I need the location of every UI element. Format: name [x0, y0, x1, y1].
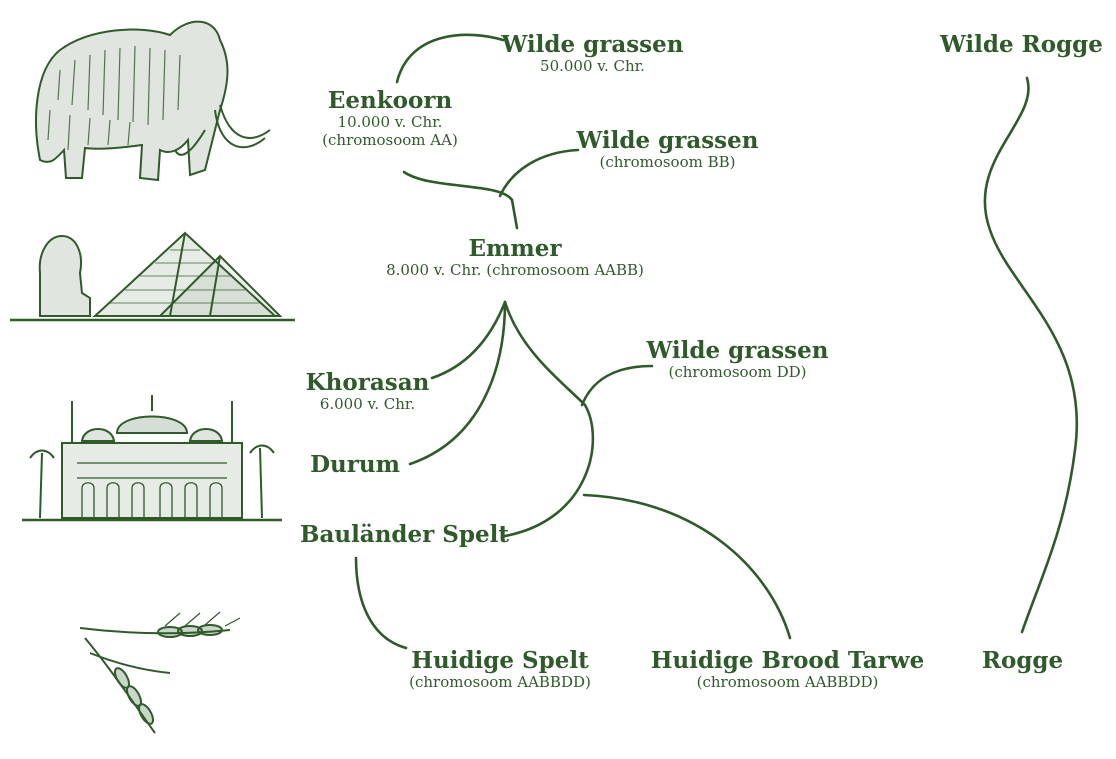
connector-wildrye-to-rye [983, 76, 1078, 634]
node-name: Rogge [981, 647, 1064, 674]
node-chromosome: (chromosoom BB) [599, 153, 736, 172]
connector-emmer-stem [510, 198, 519, 230]
node-baulander-spelt: Bauländer Spelt [300, 521, 509, 548]
node-name: Eenkoorn [327, 87, 453, 114]
connector-emmer-to-spelt [503, 300, 595, 538]
node-current-spelt: Huidige Spelt (chromosoom AABBDD) [385, 647, 615, 692]
node-date: 50.000 v. Chr. [540, 57, 645, 76]
node-wild-rye: Wilde Rogge [940, 31, 1103, 58]
mammoth-icon [35, 20, 271, 182]
node-date-chromosome: 8.000 v. Chr. (chromosoom AABB) [386, 261, 644, 280]
connector-wildgrass-bb-to-emmer [498, 148, 580, 198]
connector-emmer-to-khorasan [430, 300, 507, 380]
connector-emmer-to-durum [408, 300, 507, 466]
node-chromosome: (chromosoom AA) [322, 130, 458, 149]
node-einkorn: Eenkoorn 10.000 v. Chr. (chromosoom AA) [300, 87, 480, 149]
sphinx-pyramids-icon [10, 231, 295, 322]
node-chromosome: (chromosoom DD) [668, 363, 807, 382]
node-name: Wilde Rogge [940, 31, 1103, 58]
node-name: Durum [310, 451, 400, 478]
node-rye: Rogge [970, 647, 1075, 674]
node-chromosome: (chromosoom AABBDD) [696, 673, 879, 692]
node-name: Emmer [468, 235, 562, 262]
node-name: Khorasan [305, 369, 430, 396]
node-date: 6.000 v. Chr. [319, 395, 416, 414]
node-name: Bauländer Spelt [300, 521, 509, 548]
node-emmer: Emmer 8.000 v. Chr. (chromosoom AABB) [360, 235, 670, 280]
node-current-bread-wheat: Huidige Brood Tarwe (chromosoom AABBDD) [650, 647, 925, 692]
wheat-ears-icon [79, 611, 241, 734]
connector-wildgrass-to-einkorn [395, 33, 505, 84]
connector-to-bread-wheat [582, 493, 792, 640]
node-durum: Durum [300, 451, 410, 478]
connector-spelt-to-current-spelt [354, 556, 408, 650]
node-wild-grass-dd: Wilde grassen (chromosoom DD) [645, 337, 830, 382]
node-name: Huidige Spelt [411, 647, 589, 674]
connector-einkorn-to-emmer [402, 170, 514, 202]
node-chromosome: (chromosoom AABBDD) [409, 673, 591, 692]
node-date: 10.000 v. Chr. [337, 113, 443, 132]
node-wild-grass-ancestral: Wilde grassen 50.000 v. Chr. [500, 31, 685, 76]
node-name: Wilde grassen [501, 31, 684, 58]
node-khorasan: Khorasan 6.000 v. Chr. [300, 369, 435, 414]
node-name: Wilde grassen [576, 127, 759, 154]
node-name: Huidige Brood Tarwe [650, 647, 925, 674]
connector-wildgrass-dd-to-spelt [580, 364, 654, 407]
node-name: Wilde grassen [646, 337, 829, 364]
node-wild-grass-bb: Wilde grassen (chromosoom BB) [575, 127, 760, 172]
mosque-palms-icon [22, 395, 282, 522]
